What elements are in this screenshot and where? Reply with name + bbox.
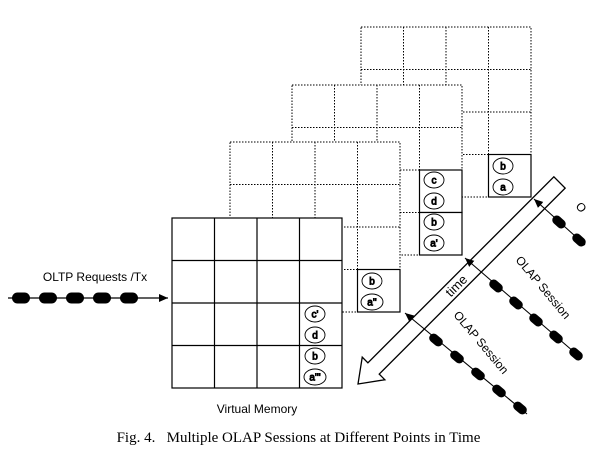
page-ellipse-b-l1 — [361, 272, 383, 290]
page-label-a-l3: a — [500, 183, 506, 194]
page-label-d: d — [312, 331, 318, 342]
page-ellipse-a-double-prime — [360, 293, 384, 311]
olap-session-stream-2 — [464, 257, 583, 361]
page-label-a-prime: a' — [430, 239, 438, 250]
page-ellipse-b — [304, 347, 326, 365]
page-label-d-l2: d — [431, 197, 437, 208]
page-ellipse-d — [304, 326, 326, 344]
olap-session-stream-1 — [404, 312, 528, 415]
page-ellipse-b-l2 — [423, 213, 445, 231]
page-ellipse-a-triple-prime — [303, 368, 327, 386]
page-label-c-l2: c — [432, 176, 437, 187]
olap-session-stream-3 — [533, 198, 586, 247]
page-label-c-prime: c' — [312, 310, 319, 321]
page-ellipse-c-prime — [304, 305, 326, 323]
olap-session-label-2: OLAP Session — [513, 253, 574, 322]
page-label-b: b — [312, 352, 318, 363]
page-ellipse-b-l3 — [492, 157, 514, 175]
page-label-a-double-prime: a'' — [367, 298, 376, 309]
oltp-stream-tokens — [12, 292, 138, 304]
time-arrow: time — [357, 175, 567, 385]
page-ellipse-d-l2 — [423, 192, 445, 210]
page-label-a-triple-prime: a''' — [309, 373, 320, 384]
page-label-b-l2: b — [431, 218, 437, 229]
page-ellipse-a-l3 — [492, 178, 514, 196]
caption-prefix: Fig. 4. — [116, 430, 156, 446]
oltp-requests-label: OLTP Requests /Tx — [43, 270, 147, 284]
virtual-memory-label: Virtual Memory — [217, 402, 297, 416]
page-ellipse-c-l2 — [423, 171, 445, 189]
page-ellipse-a-prime — [423, 234, 445, 252]
page-label-b-l1: b — [369, 277, 375, 288]
page-label-b-l3: b — [500, 162, 506, 173]
figure-caption: Fig. 4. Multiple OLAP Sessions at Differ… — [0, 430, 597, 447]
olap-session-label-3-partial: O — [573, 199, 590, 215]
olap-session-label-1: OLAP Session — [451, 308, 512, 377]
caption-text: Multiple OLAP Sessions at Different Poin… — [166, 430, 481, 446]
